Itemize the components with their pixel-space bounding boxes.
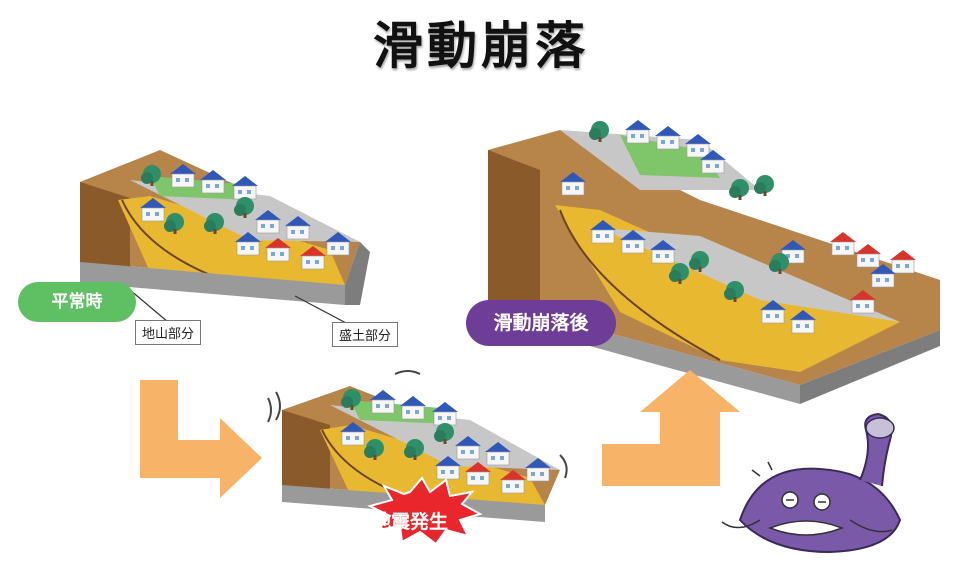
stage-label-after: 滑動崩落後 [466,300,616,346]
morido-pointer [294,295,349,325]
normal-block [80,150,370,305]
page-title: 滑動崩落 [373,17,589,75]
catfish-character [721,412,902,554]
after-block [488,119,940,404]
earthquake-label: 地震発生 [371,511,448,533]
jiyama-pointer [129,289,169,323]
stage-label-normal: 平常時 [18,282,136,322]
label-native-ground: 地山部分 [135,320,202,345]
down-right-arrow [140,380,262,498]
up-right-arrow [602,370,740,486]
label-fill-ground: 盛土部分 [332,322,399,347]
earthquake-burst [367,476,483,546]
